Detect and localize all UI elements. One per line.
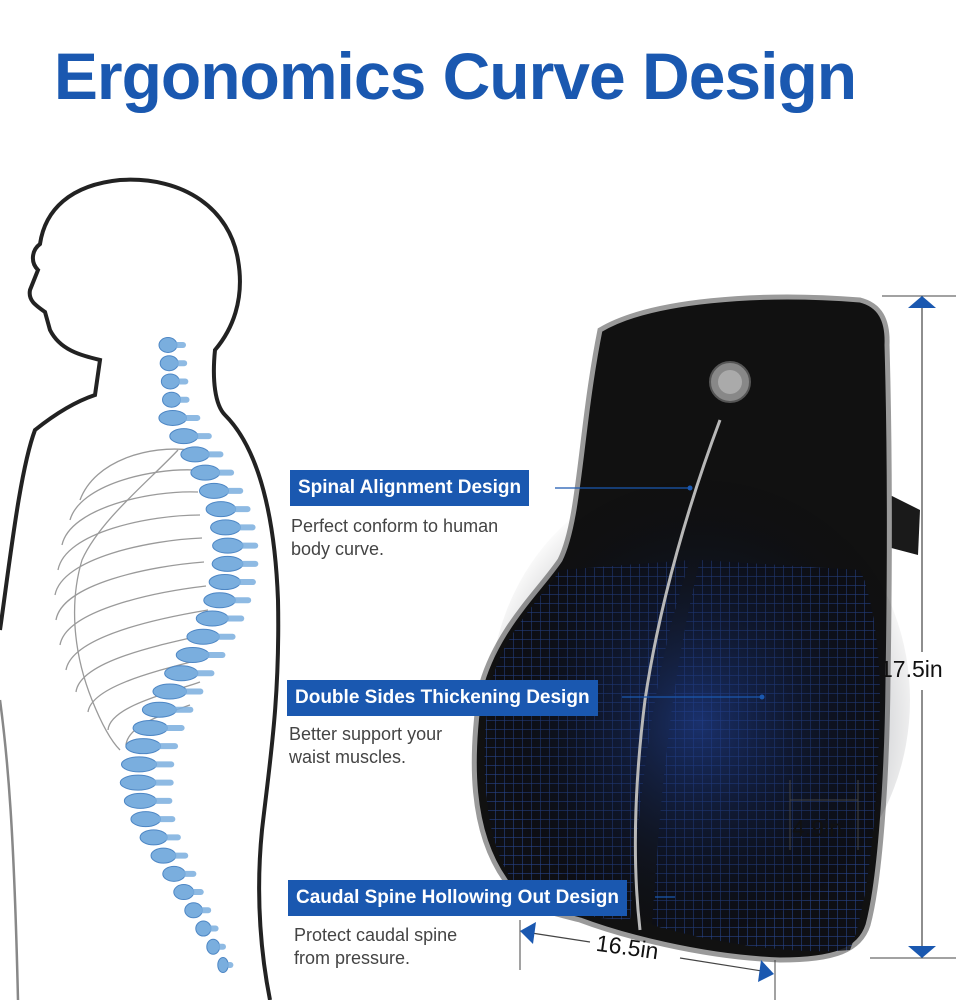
vertebra-process xyxy=(180,414,201,421)
vertebra-process xyxy=(149,797,173,804)
feature-desc-caudal-spine: Protect caudal spine from pressure. xyxy=(294,924,457,970)
page-title: Ergonomics Curve Design xyxy=(53,39,857,113)
arrow-down-icon xyxy=(908,946,936,958)
dimension-height-label: 17.5in xyxy=(880,656,943,682)
arrow-right-icon xyxy=(758,960,774,982)
arrow-up-icon xyxy=(908,296,936,308)
vertebra-process xyxy=(154,816,176,823)
center-seam xyxy=(633,419,722,931)
vertebra-process xyxy=(191,670,215,677)
feature-desc-spinal-alignment: Perfect conform to human body curve. xyxy=(291,515,498,561)
feature-desc-double-sides: Better support your waist muscles. xyxy=(289,723,442,769)
vertebra-process xyxy=(236,542,259,549)
vertebra-process xyxy=(173,342,186,348)
vertebra-process xyxy=(207,925,219,932)
vertebra-process xyxy=(161,834,181,841)
vertebra-process xyxy=(203,451,224,458)
vertebra-process xyxy=(176,396,190,403)
vertebra-process xyxy=(229,506,251,513)
dimension-thickness-label: 4.9in xyxy=(792,815,842,841)
vertebra-process xyxy=(202,652,226,658)
vertebra-process xyxy=(148,779,174,786)
vertebra-process xyxy=(234,579,256,586)
vertebra-process xyxy=(179,688,204,695)
vertebra-process xyxy=(226,962,234,968)
feature-label-spinal-alignment: Spinal Alignment Design xyxy=(290,470,530,506)
spine xyxy=(119,337,259,973)
feature-desc-line: Perfect conform to human xyxy=(291,516,499,536)
feature-desc-line: waist muscles. xyxy=(289,747,407,767)
vertebra-process xyxy=(222,487,244,494)
vertebra-process xyxy=(169,706,194,713)
arm-outline xyxy=(0,699,20,1000)
feature-desc-line: body curve. xyxy=(291,539,385,559)
vertebra-process xyxy=(170,852,189,859)
vertebra-process xyxy=(221,615,245,622)
vertebra-process xyxy=(212,633,236,640)
vertebra-process xyxy=(229,597,252,604)
vertebra-process xyxy=(160,724,185,731)
arrow-left-icon xyxy=(520,922,536,944)
vertebra-process xyxy=(236,560,259,567)
vertebra-process xyxy=(149,761,175,768)
vertebra-process xyxy=(217,943,226,950)
vertebra-process xyxy=(192,433,212,440)
vertebra-process xyxy=(213,469,235,476)
vertebra-process xyxy=(153,743,179,750)
body-outline xyxy=(0,177,281,1000)
vertebra-process xyxy=(234,524,256,531)
feature-label-double-sides: Double Sides Thickening Design xyxy=(287,680,598,716)
vertebra-process xyxy=(180,870,197,877)
feature-desc-line: from pressure. xyxy=(294,948,411,968)
feature-desc-line: Better support your xyxy=(289,724,443,744)
vertebra-process xyxy=(174,360,188,367)
vertebra-process xyxy=(189,889,204,896)
vertebra-process xyxy=(198,907,212,914)
vertebra-process xyxy=(175,378,189,385)
feature-label-caudal-spine: Caudal Spine Hollowing Out Design xyxy=(288,880,628,916)
feature-desc-line: Protect caudal spine xyxy=(294,925,458,945)
